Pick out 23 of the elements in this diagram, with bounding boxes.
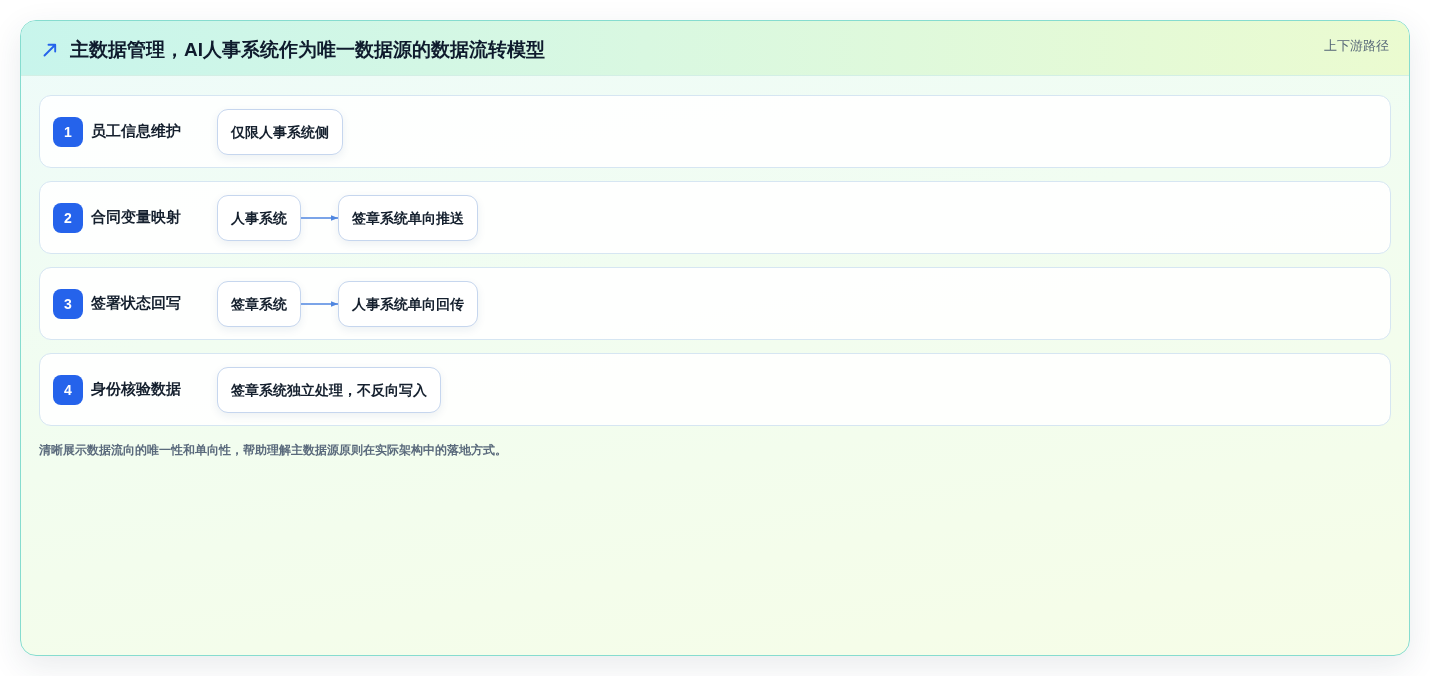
step-number: 1 [53, 117, 83, 147]
step-number: 4 [53, 375, 83, 405]
step-title: 签署状态回写 [91, 294, 181, 313]
flow-tag: 人事系统单向回传 [338, 281, 478, 327]
flow-arrow [300, 301, 339, 307]
flow-tag: 签章系统单向推送 [338, 195, 478, 241]
step-number: 3 [53, 289, 83, 319]
flow-arrow [300, 215, 339, 221]
step-title: 员工信息维护 [91, 122, 181, 141]
flow-tag: 仅限人事系统侧 [217, 109, 343, 155]
step-row [39, 267, 1391, 340]
flow-tag: 签章系统独立处理，不反向写入 [217, 367, 441, 413]
flow-tag: 签章系统 [217, 281, 301, 327]
step-title: 身份核验数据 [91, 380, 181, 399]
caption-text: 清晰展示数据流向的唯一性和单向性，帮助理解主数据源原则在实际架构中的落地方式。 [39, 442, 507, 458]
header-note: 上下游路径 [1324, 37, 1389, 54]
diagram-title: 主数据管理，AI人事系统作为唯一数据源的数据流转模型 [70, 38, 545, 62]
step-row [39, 181, 1391, 254]
step-row [39, 353, 1391, 426]
step-number: 2 [53, 203, 83, 233]
flow-tag: 人事系统 [217, 195, 301, 241]
step-title: 合同变量映射 [91, 208, 181, 227]
step-row [39, 95, 1391, 168]
